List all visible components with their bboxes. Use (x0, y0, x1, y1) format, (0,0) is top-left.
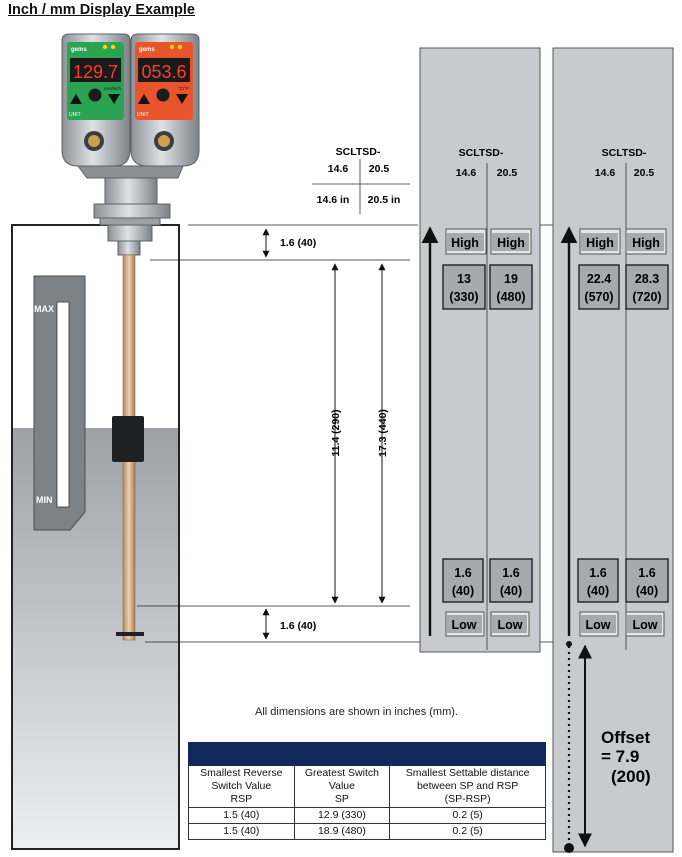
right-brand: gems (139, 47, 155, 53)
panel-1-sp-1: 13 (330) (442, 264, 486, 310)
panel-2: SCLTSD- 14.6 20.5 High High 22.4 (570) 2… (552, 47, 674, 853)
panel-2-high-label-2: High (632, 236, 660, 250)
panel-1-low-label-2: Low (498, 618, 523, 632)
offset-value: = 7.9 (601, 747, 639, 766)
panel-2-high-1: High (579, 228, 621, 255)
panel-1-high-label-2: High (497, 236, 525, 250)
panel-2-sp-2-in: 28.3 (635, 272, 659, 286)
model-header: SCLTSD- 14.6 20.5 14.6 in 20.5 in (312, 146, 410, 214)
left-unit-label: UNIT (69, 112, 81, 118)
top-gap-label: 1.6 (40) (280, 237, 316, 249)
table-row: 1.5 (40) 12.9 (330) 0.2 (5) (188, 807, 546, 824)
table-cell: 0.2 (5) (389, 823, 546, 840)
panel-2-rsp-2: 1.6 (40) (625, 558, 669, 603)
table-cell: 0.2 (5) (389, 807, 546, 824)
panel-2-low-2: Low (625, 611, 665, 637)
table-cell: 1.5 (40) (188, 823, 295, 840)
panel-2-rsp-1: 1.6 (40) (577, 558, 619, 603)
bottom-gap-label: 1.6 (40) (280, 620, 316, 632)
panel-1-sp-2-in: 19 (504, 272, 518, 286)
panel-1-sp-2: 19 (480) (489, 264, 533, 310)
model-prefix: SCLTSD- (336, 146, 381, 158)
left-down-icon (108, 94, 120, 104)
panel-1-rsp-2-in: 1.6 (502, 566, 519, 580)
offset-label: Offset (601, 728, 650, 747)
panel-1-low-1: Low (445, 611, 485, 637)
left-brand: gems (71, 47, 87, 53)
offset-dot (564, 843, 574, 853)
panel-1-sp-2-mm: (480) (496, 290, 525, 304)
probe (112, 254, 144, 641)
panel-2-sp-2: 28.3 (720) (625, 264, 669, 310)
panel-2-rsp-1-mm: (40) (587, 584, 609, 598)
panel-2-sp-1: 22.4 (570) (578, 264, 620, 310)
panel-1-high-1: High (445, 228, 487, 255)
table-cell: 1.5 (40) (188, 807, 295, 824)
range-short-label: 11.4 (290) (330, 409, 342, 456)
table-cell: 18.9 (480) (293, 823, 391, 840)
right-up-icon (138, 94, 150, 104)
table-row: 1.5 (40) 18.9 (480) 0.2 (5) (188, 823, 546, 840)
panel-2-sp-1-in: 22.4 (587, 272, 611, 286)
min-label: MIN (36, 495, 53, 505)
panel-2-col2: 20.5 (634, 167, 655, 179)
panel-2-col1: 14.6 (595, 167, 616, 179)
panel-1-rsp-1: 1.6 (40) (442, 558, 484, 603)
offset-mm: (200) (611, 767, 651, 786)
panel-1-rsp-1-in: 1.6 (454, 566, 471, 580)
table-header-bar (188, 742, 546, 766)
panel-2-high-label-1: High (586, 236, 614, 250)
panel-1-rsp-1-mm: (40) (452, 584, 474, 598)
panel-2-sp-2-mm: (720) (632, 290, 661, 304)
model-col2-in: 20.5 in (368, 194, 401, 206)
dimensions-note: All dimensions are shown in inches (mm). (255, 706, 458, 718)
left-small-label: mm/inch (104, 86, 121, 91)
panel-2-rsp-2-in: 1.6 (638, 566, 655, 580)
panel-1-prefix: SCLTSD- (459, 147, 504, 159)
right-display-readout: 053.6 (141, 62, 186, 82)
probe-stop (116, 632, 144, 636)
sight-gauge: MAX MIN (33, 275, 86, 531)
panel-2-rsp-1-in: 1.6 (589, 566, 606, 580)
panel-1-high-label-1: High (451, 236, 479, 250)
panel-1-sp-1-mm: (330) (449, 290, 478, 304)
left-up-icon (70, 94, 82, 104)
panel-2-prefix: SCLTSD- (602, 147, 647, 159)
sensor-head: 129.7 gems mm/inch UNIT 053.6 gems °C/°F… (61, 33, 200, 256)
panel-1-low-2: Low (490, 611, 530, 637)
panel-1-col1: 14.6 (456, 167, 477, 179)
panel-2-low-1: Low (579, 611, 619, 637)
panel-1-low-label-1: Low (452, 618, 477, 632)
right-small-label: °C/°F (178, 86, 189, 91)
range-long-label: 17.3 (440) (377, 409, 389, 457)
panel-2-low-label-1: Low (586, 618, 611, 632)
panel-2-low-label-2: Low (633, 618, 658, 632)
model-col2: 20.5 (369, 163, 390, 175)
left-display-readout: 129.7 (73, 62, 118, 82)
panel-2-sp-1-mm: (570) (584, 290, 613, 304)
right-down-icon (176, 94, 188, 104)
right-unit-label: UNIT (137, 112, 149, 118)
model-col1: 14.6 (328, 163, 349, 175)
dimension-arrows (262, 228, 386, 640)
float (112, 416, 144, 462)
max-label: MAX (34, 304, 54, 314)
panel-1-rsp-2: 1.6 (40) (489, 558, 533, 603)
table-cell: 12.9 (330) (293, 807, 391, 824)
panel-2-rsp-2-mm: (40) (636, 584, 658, 598)
panel-1: SCLTSD- 14.6 20.5 High High 13 (330) 19 … (419, 47, 541, 653)
panel-1-high-2: High (490, 228, 532, 255)
model-col1-in: 14.6 in (317, 194, 350, 206)
panel-1-rsp-2-mm: (40) (500, 584, 522, 598)
page-title: Inch / mm Display Example (8, 2, 195, 18)
panel-1-sp-1-in: 13 (457, 272, 471, 286)
panel-1-col2: 20.5 (497, 167, 518, 179)
panel-2-high-2: High (625, 228, 667, 255)
